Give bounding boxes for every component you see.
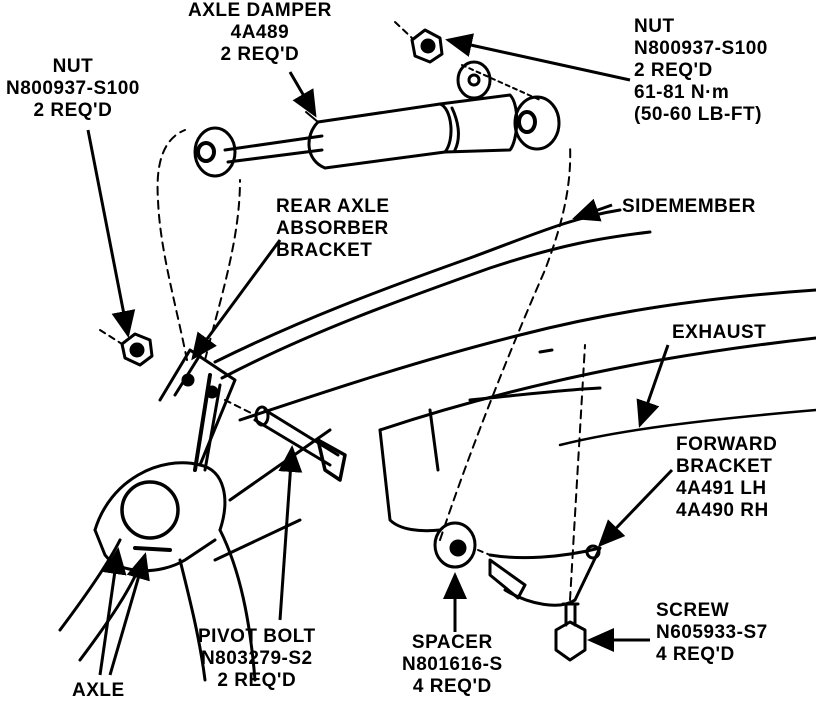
pivot-bolt bbox=[224, 399, 347, 482]
label-screw: SCREW N605933-S7 4 REQ'D bbox=[656, 600, 768, 666]
label-rear-axle-absorber-bracket: REAR AXLE ABSORBER BRACKET bbox=[276, 196, 390, 262]
label-axle-damper: AXLE DAMPER 4A489 2 REQ'D bbox=[188, 0, 332, 66]
label-line: 2 REQ'D bbox=[220, 44, 300, 65]
spacer bbox=[433, 521, 477, 569]
axle-damper bbox=[193, 93, 561, 178]
leader-axle-1 bbox=[98, 547, 127, 676]
label-line: FORWARD bbox=[676, 434, 778, 455]
label-exhaust: EXHAUST bbox=[672, 322, 766, 344]
label-line: AXLE DAMPER bbox=[188, 0, 332, 21]
label-line: AXLE bbox=[72, 680, 125, 701]
label-line: REAR AXLE bbox=[276, 196, 390, 217]
label-line: EXHAUST bbox=[672, 322, 767, 343]
label-line: N800937-S100 bbox=[6, 78, 140, 99]
nut-upper bbox=[394, 21, 492, 100]
label-line: NUT bbox=[634, 16, 675, 37]
label-line: 61-81 N·m bbox=[634, 82, 730, 103]
label-line: N803279-S2 bbox=[200, 648, 313, 669]
label-line: 4A491 LH bbox=[676, 478, 767, 499]
label-line: 4A490 RH bbox=[676, 500, 769, 521]
label-line: NUT bbox=[52, 56, 94, 77]
leader-forward-bracket bbox=[597, 468, 674, 548]
screw bbox=[554, 602, 587, 662]
leader-pivot-bolt bbox=[278, 445, 303, 621]
rear-axle-absorber-bracket bbox=[158, 348, 237, 472]
label-sidemember: SIDEMEMBER bbox=[622, 196, 756, 218]
label-forward-bracket: FORWARD BRACKET 4A491 LH 4A490 RH bbox=[676, 434, 777, 522]
label-nut-left: NUT N800937-S100 2 REQ'D bbox=[6, 56, 140, 122]
label-line: BRACKET bbox=[676, 456, 773, 477]
label-line: 2 REQ'D bbox=[217, 670, 297, 691]
label-line: 4 REQ'D bbox=[412, 676, 492, 697]
leader-nut-lower bbox=[86, 129, 136, 338]
label-spacer: SPACER N801616-S 4 REQ'D bbox=[402, 632, 503, 698]
label-line: N605933-S7 bbox=[656, 622, 768, 643]
label-line: SPACER bbox=[411, 632, 493, 653]
label-line: N800937-S100 bbox=[634, 38, 768, 59]
label-line: 4A489 bbox=[230, 22, 290, 43]
sidemember-frame bbox=[213, 208, 816, 533]
label-line: SCREW bbox=[656, 600, 730, 621]
leader-axle-damper bbox=[288, 71, 317, 118]
label-line: SIDEMEMBER bbox=[622, 196, 756, 217]
label-line: 4 REQ'D bbox=[656, 644, 735, 665]
label-line: 2 REQ'D bbox=[634, 60, 713, 81]
label-line: (50-60 LB-FT) bbox=[634, 104, 762, 125]
label-pivot-bolt: PIVOT BOLT N803279-S2 2 REQ'D bbox=[198, 626, 316, 692]
label-line: N801616-S bbox=[402, 654, 503, 675]
leader-nut-upper bbox=[445, 33, 631, 82]
label-line: BRACKET bbox=[276, 240, 373, 261]
label-line: ABSORBER bbox=[276, 218, 389, 239]
label-line: 2 REQ'D bbox=[33, 100, 113, 121]
leader-sidemember bbox=[572, 198, 613, 222]
nut-lower bbox=[99, 329, 154, 367]
label-axle: AXLE bbox=[72, 680, 125, 702]
leader-exhaust bbox=[636, 344, 670, 428]
label-line: PIVOT BOLT bbox=[198, 626, 316, 647]
leader-axle-2 bbox=[108, 552, 150, 676]
assembly-guides bbox=[156, 64, 586, 601]
forward-bracket bbox=[477, 544, 602, 607]
label-nut-right: NUT N800937-S100 2 REQ'D 61-81 N·m (50-6… bbox=[634, 16, 768, 126]
leader-rear-bracket bbox=[191, 239, 282, 361]
